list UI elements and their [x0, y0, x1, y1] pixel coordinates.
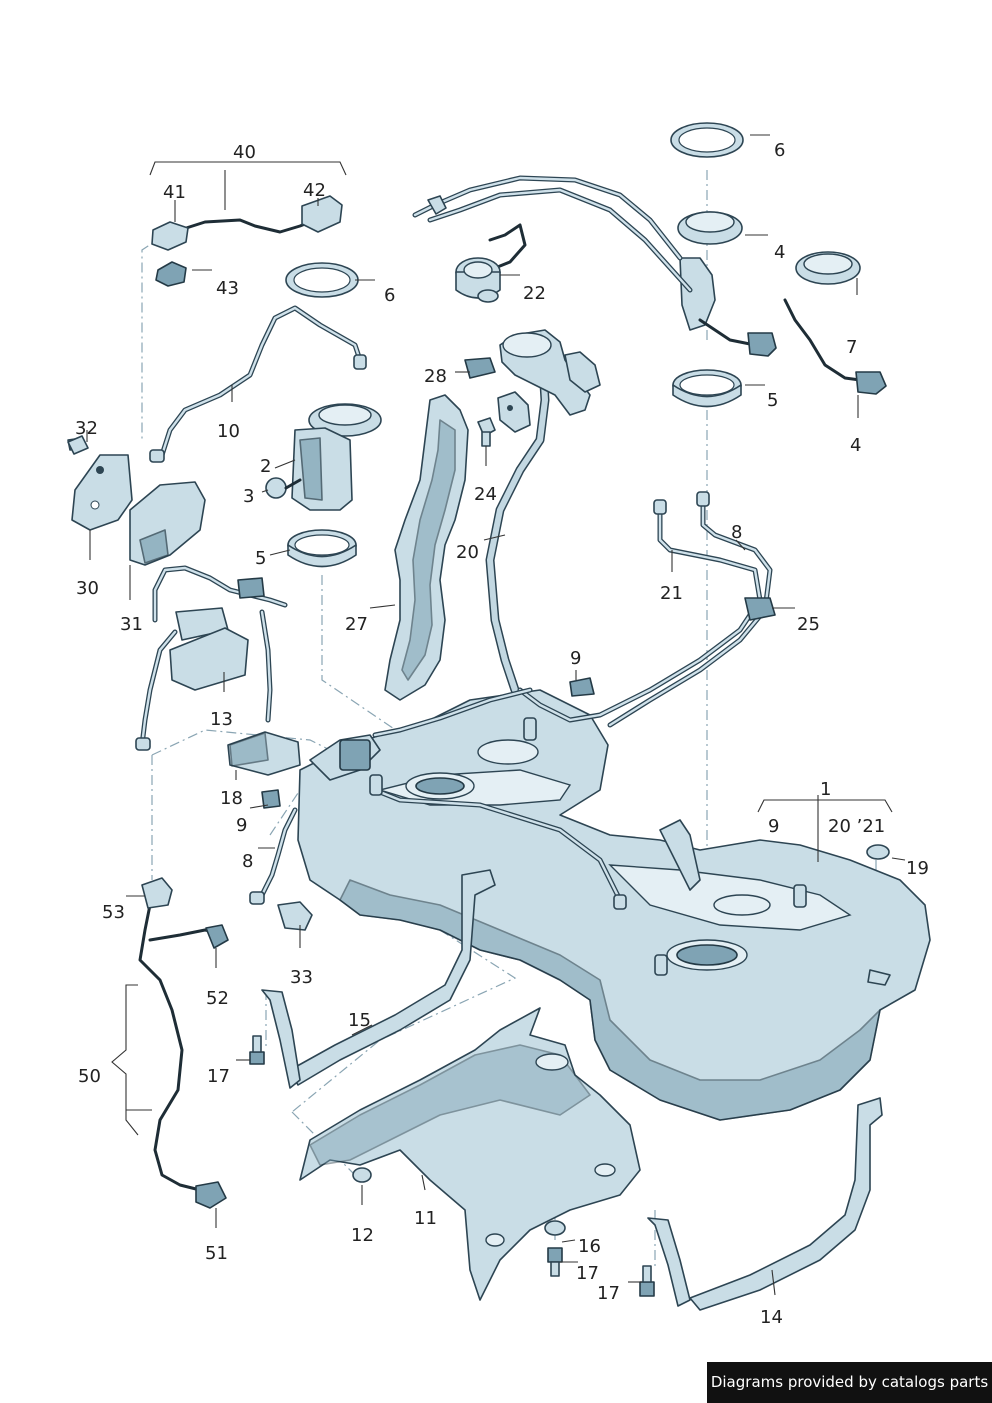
- callout-28: 28: [424, 366, 447, 387]
- callout-27: 27: [345, 614, 368, 635]
- callout-21: 21: [660, 583, 683, 604]
- callout-4-upper: 4: [774, 242, 785, 263]
- callout-8-right: 8: [731, 522, 742, 543]
- small-parts-center: [464, 357, 496, 447]
- callout-labels: 40 41 42 43 6 6 4 4 7 5 5 22 28 24 10 32…: [75, 140, 929, 1328]
- callout-20: 20: [456, 542, 479, 563]
- attribution-banner: Diagrams provided by catalogs parts: [707, 1362, 992, 1403]
- callout-15: 15: [348, 1010, 371, 1031]
- callout-5-left: 5: [255, 548, 266, 569]
- callout-22: 22: [523, 283, 546, 304]
- callout-51: 51: [205, 1243, 228, 1264]
- callout-25: 25: [797, 614, 820, 635]
- vent-lines-top: [412, 175, 693, 293]
- callout-14: 14: [760, 1307, 783, 1328]
- callout-40: 40: [233, 142, 256, 163]
- callout-20-21: 20 ’21: [828, 816, 885, 837]
- callout-18: 18: [220, 788, 243, 809]
- callout-13: 13: [210, 709, 233, 730]
- heat-shield-11: [299, 1007, 641, 1301]
- brackets-left: [67, 437, 206, 566]
- right-rings: [670, 122, 744, 408]
- callout-17-center: 17: [576, 1263, 599, 1284]
- wiring-harness-40: [151, 195, 343, 287]
- callout-10: 10: [217, 421, 240, 442]
- callout-17-right: 17: [597, 1283, 620, 1304]
- fasteners: [67, 435, 890, 1297]
- tank-strap-15: [261, 869, 496, 1089]
- callout-5-right: 5: [767, 390, 778, 411]
- callout-4-lower: 4: [850, 435, 861, 456]
- fuel-line-10: [149, 305, 367, 463]
- fuel-sender-right: [677, 211, 777, 357]
- control-box-18: [227, 731, 301, 776]
- callout-33: 33: [290, 967, 313, 988]
- callout-6-right: 6: [774, 140, 785, 161]
- callout-41: 41: [163, 182, 186, 203]
- callout-9-right: 9: [768, 816, 779, 837]
- tank-strap-14: [647, 1097, 883, 1311]
- callout-52: 52: [206, 988, 229, 1009]
- callout-9-left: 9: [236, 815, 247, 836]
- fuel-line-8-lower: [249, 789, 313, 931]
- fuel-pump-left: [265, 262, 382, 568]
- callout-1: 1: [820, 779, 831, 800]
- callout-31: 31: [120, 614, 143, 635]
- callout-19: 19: [906, 858, 929, 879]
- callout-9-upper: 9: [570, 648, 581, 669]
- vent-cap: [455, 223, 527, 303]
- callout-16: 16: [578, 1236, 601, 1257]
- callout-7: 7: [846, 337, 857, 358]
- callout-3: 3: [243, 486, 254, 507]
- callout-53: 53: [102, 902, 125, 923]
- callout-6-left: 6: [384, 285, 395, 306]
- callout-11: 11: [414, 1208, 437, 1229]
- fuel-sender-7: [783, 251, 887, 395]
- filler-neck: [485, 329, 601, 695]
- callout-12: 12: [351, 1225, 374, 1246]
- callout-50: 50: [78, 1066, 101, 1087]
- sensor-harness-50: [138, 877, 229, 1209]
- callout-8-left: 8: [242, 851, 253, 872]
- callout-2: 2: [260, 456, 271, 477]
- callout-17-left: 17: [207, 1066, 230, 1087]
- callout-24: 24: [474, 484, 497, 505]
- callout-43: 43: [216, 278, 239, 299]
- callout-30: 30: [76, 578, 99, 599]
- callout-32: 32: [75, 418, 98, 439]
- filter-line-13: [135, 565, 288, 751]
- tank-top-lines: [369, 687, 627, 910]
- fuel-lines-right: [517, 491, 776, 728]
- callout-42: 42: [303, 180, 326, 201]
- leader-lines: [86, 134, 906, 1296]
- filler-shield: [384, 394, 469, 701]
